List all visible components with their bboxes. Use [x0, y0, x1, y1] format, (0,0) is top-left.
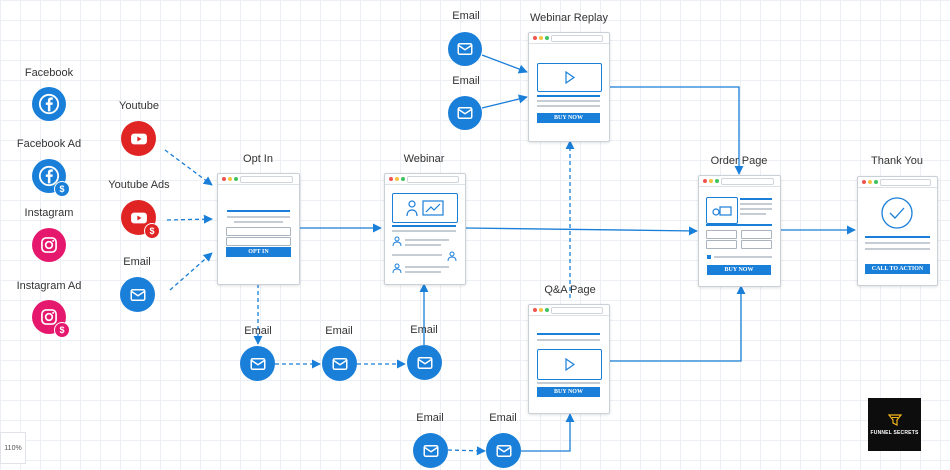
user-icon — [392, 263, 402, 273]
instagram-ad-node[interactable]: $ — [32, 300, 70, 338]
email-icon — [423, 444, 438, 457]
product-icon — [706, 197, 738, 224]
facebook-ad-node[interactable]: $ — [32, 159, 70, 197]
webinar-page[interactable] — [384, 173, 466, 285]
optin-title: Opt In — [243, 153, 273, 165]
youtube-ads-node[interactable]: $ — [121, 200, 160, 239]
edge-email-replay-2 — [481, 94, 528, 109]
instagram-label: Instagram — [24, 207, 74, 219]
replay-buy-button[interactable]: BUY NOW — [537, 113, 600, 123]
email-icon — [250, 357, 265, 370]
edge-email-qa — [521, 413, 575, 452]
email-label: Email — [416, 412, 444, 424]
webinar-title: Webinar — [403, 153, 445, 165]
facebook-label: Facebook — [24, 67, 74, 79]
qa-page[interactable]: BUY NOW — [528, 304, 610, 414]
order-page[interactable]: BUY NOW — [698, 175, 781, 287]
youtube-node[interactable] — [121, 121, 156, 156]
dollar-badge-icon: $ — [54, 322, 70, 338]
email-icon — [457, 107, 473, 119]
checkmark-icon — [881, 197, 913, 229]
email-icon — [457, 43, 473, 55]
logo-text: FUNNEL SECRETS — [870, 430, 919, 436]
optin-button[interactable]: OPT IN — [226, 247, 291, 257]
thank-you-title: Thank You — [871, 155, 923, 167]
email-label: Email — [325, 325, 353, 337]
edge-webinar-order — [464, 226, 698, 236]
email-node-replay-bottom[interactable] — [448, 96, 482, 130]
funnel-icon — [887, 414, 902, 426]
dollar-badge-icon: $ — [54, 181, 70, 197]
qa-buy-button[interactable]: BUY NOW — [537, 387, 600, 397]
email-node-replay-top[interactable] — [448, 32, 482, 66]
qa-page-title: Q&A Page — [544, 284, 596, 296]
youtube-icon — [130, 133, 147, 144]
email-label: Email — [410, 324, 438, 336]
play-icon — [565, 70, 576, 85]
email-icon — [496, 444, 511, 457]
order-page-title: Order Page — [710, 155, 768, 167]
email-label: Email — [244, 325, 272, 337]
checkbox-icon — [707, 255, 711, 259]
facebook-icon — [38, 93, 60, 115]
email-node-webinar-reminder[interactable] — [407, 345, 442, 380]
email-node-optin-followup[interactable] — [240, 346, 275, 381]
email-label: Email — [452, 75, 480, 87]
optin-page[interactable]: OPT IN — [217, 173, 300, 285]
video-player[interactable] — [537, 63, 602, 92]
facebook-node[interactable] — [32, 87, 66, 121]
facebook-ad-label: Facebook Ad — [16, 138, 82, 150]
user-icon — [447, 251, 457, 261]
thank-you-page[interactable]: CALL TO ACTION — [857, 176, 938, 286]
email-icon — [130, 288, 145, 301]
email-source-node[interactable] — [120, 277, 155, 312]
order-buy-button[interactable]: BUY NOW — [707, 265, 771, 275]
youtube-ads-label: Youtube Ads — [108, 179, 170, 191]
email-icon — [417, 356, 432, 369]
youtube-icon — [130, 212, 147, 223]
edge-email-replay-1 — [481, 54, 528, 74]
edge-email-qa-seq — [447, 446, 486, 456]
email-label: Email — [452, 10, 480, 22]
email-label: Email — [489, 412, 517, 424]
email-node-sequence-2[interactable] — [322, 346, 357, 381]
webinar-replay-title: Webinar Replay — [529, 12, 609, 24]
youtube-label: Youtube — [119, 100, 159, 112]
email-node-qa-1[interactable] — [413, 433, 448, 468]
call-to-action-button[interactable]: CALL TO ACTION — [865, 264, 930, 274]
facebook-icon — [38, 165, 60, 187]
funnel-secrets-logo: FUNNEL SECRETS — [868, 398, 921, 451]
instagram-icon — [41, 309, 57, 325]
play-icon — [565, 357, 576, 372]
instagram-icon — [41, 237, 57, 253]
edge-qa-order — [609, 285, 746, 362]
email-node-qa-2[interactable] — [486, 433, 521, 468]
dollar-badge-icon: $ — [144, 223, 160, 239]
webinar-replay-page[interactable]: BUY NOW — [528, 32, 610, 142]
edge-email-optin — [169, 252, 213, 291]
edge-youtubeads-optin — [166, 214, 213, 224]
user-icon — [392, 236, 402, 246]
email-source-label: Email — [123, 256, 151, 268]
instagram-ad-label: Instagram Ad — [16, 280, 82, 292]
instagram-node[interactable] — [32, 228, 66, 262]
video-player[interactable] — [537, 349, 602, 380]
presentation-icon — [392, 193, 458, 223]
email-icon — [332, 357, 347, 370]
zoom-level-indicator[interactable]: 110% — [0, 432, 26, 464]
